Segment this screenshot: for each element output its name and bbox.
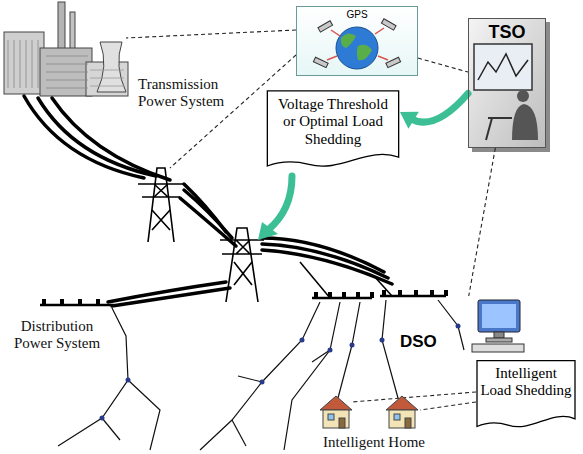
insulators <box>42 290 448 305</box>
dso-computer <box>472 300 524 352</box>
home-label: Intelligent Home <box>304 434 444 451</box>
tso-operator <box>468 18 550 152</box>
control-arrow <box>258 176 292 240</box>
communication-lines <box>126 30 476 410</box>
transmission-tower <box>138 168 264 302</box>
system-label: Distribution Power System <box>4 318 110 352</box>
node-text: DSO <box>400 296 526 352</box>
node-text: GPS <box>297 7 417 21</box>
distribution-bus <box>40 262 446 305</box>
gps-globe <box>296 6 418 76</box>
document-shape: Voltage Threshold or Optimal Load Sheddi… <box>266 90 400 170</box>
system-label: Transmission Power System <box>138 76 238 110</box>
communication-link <box>418 58 468 72</box>
tso-panel: TSO <box>468 18 546 148</box>
control-arrow <box>400 94 468 129</box>
node-text: TSO <box>469 19 545 43</box>
power-plant <box>4 2 128 96</box>
gps-panel: GPS <box>296 6 418 76</box>
communication-link <box>469 148 496 296</box>
intelligent-home <box>320 396 418 428</box>
node-text: Voltage Threshold or Optimal Load Sheddi… <box>266 90 400 148</box>
node-text: Intelligent Load Shedding <box>476 360 576 400</box>
distribution-feeders <box>58 300 464 450</box>
dso-station: DSO <box>400 296 526 360</box>
document-shape: Intelligent Load Shedding <box>476 360 576 430</box>
